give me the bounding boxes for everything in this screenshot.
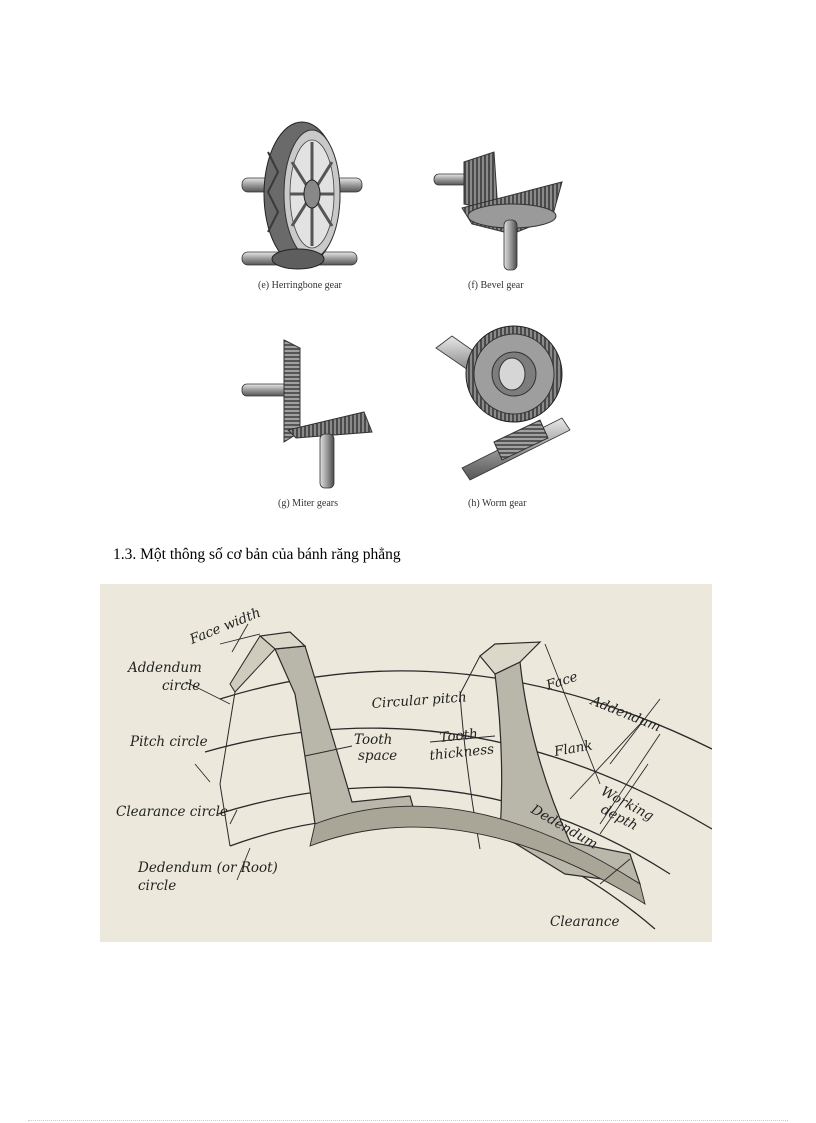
- gear-nomenclature-figure: Face width Addendum circle Pitch circle …: [100, 584, 712, 942]
- worm-gear-illustration: [435, 325, 571, 481]
- bevel-gear-illustration: [433, 151, 563, 271]
- gear-types-drawing: (e) Herringbone gear (f) Bevel gear (g) …: [241, 121, 571, 509]
- dimension-lines: [185, 623, 661, 885]
- worm-caption: (h) Worm gear: [468, 498, 527, 509]
- miter-gears-illustration: [241, 339, 373, 489]
- label-pitch-circle: Pitch circle: [129, 734, 208, 750]
- label-addendum: Addendum: [587, 692, 663, 735]
- miter-caption: (g) Miter gears: [278, 498, 338, 509]
- label-dedendum-circle-1: Dedendum (or Root): [137, 860, 278, 876]
- label-face: Face: [543, 669, 579, 694]
- herringbone-gear-illustration: [241, 121, 363, 270]
- root-band: [309, 805, 646, 905]
- label-tooth-space-1: Tooth: [354, 732, 392, 748]
- pitch-circle-arc: [204, 727, 712, 830]
- label-tooth-thickness-2: thickness: [429, 741, 495, 764]
- label-clearance: Clearance: [550, 914, 619, 930]
- label-flank: Flank: [552, 737, 594, 760]
- bevel-caption: (f) Bevel gear: [468, 280, 524, 291]
- section-heading: 1.3. Một thông số cơ bản của bánh răng p…: [113, 546, 401, 563]
- clearance-circle-arc: [217, 786, 671, 875]
- label-addendum-circle-1: Addendum: [126, 660, 202, 676]
- addendum-circle-arc: [219, 670, 712, 750]
- label-tooth-thickness-1: Tooth: [439, 726, 479, 746]
- herringbone-caption: (e) Herringbone gear: [258, 280, 343, 291]
- label-addendum-circle-2: circle: [162, 678, 200, 694]
- left-tooth: [219, 631, 416, 847]
- label-face-width: Face width: [187, 605, 263, 648]
- page-bottom-rule: [28, 1120, 788, 1121]
- gear-types-figure: (e) Herringbone gear (f) Bevel gear (g) …: [212, 112, 610, 526]
- gear-nomenclature-drawing: Face width Addendum circle Pitch circle …: [116, 605, 712, 930]
- label-circular-pitch: Circular pitch: [371, 689, 467, 712]
- label-tooth-space-2: space: [358, 748, 397, 764]
- label-dedendum-circle-2: circle: [138, 878, 176, 894]
- label-clearance-circle: Clearance circle: [116, 804, 228, 820]
